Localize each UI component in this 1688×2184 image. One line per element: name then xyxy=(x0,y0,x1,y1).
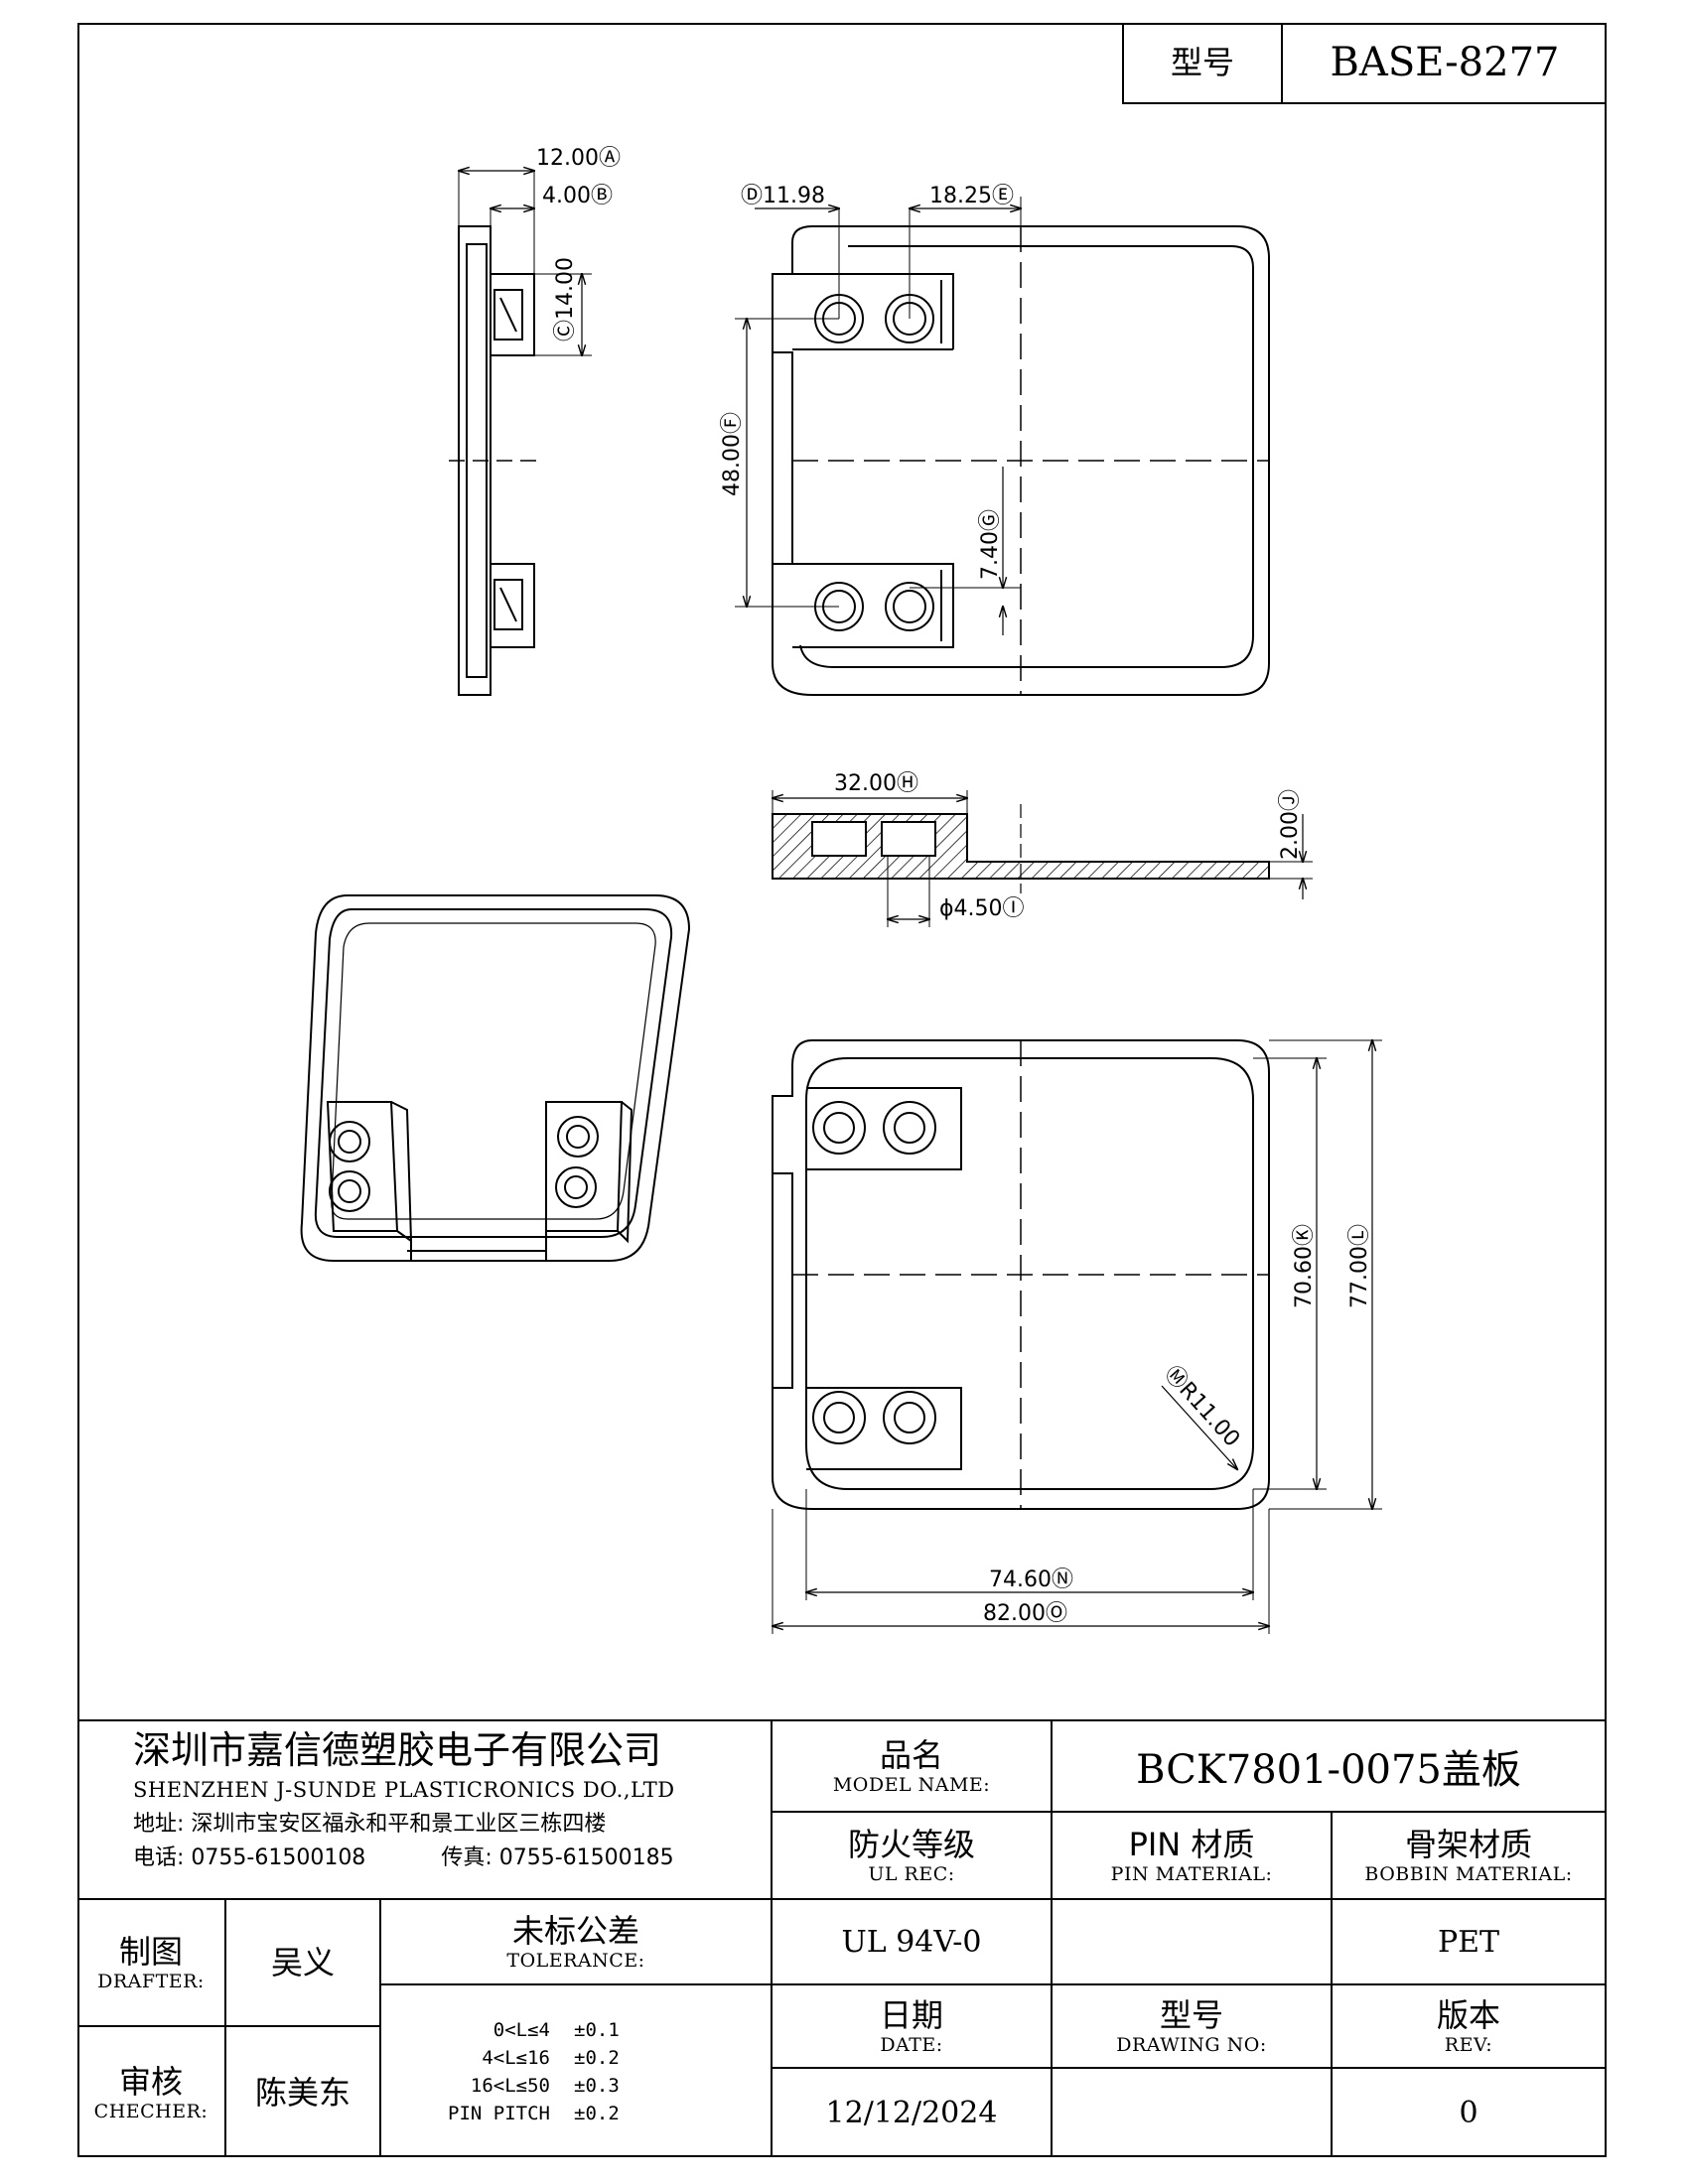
ul-value: UL 94V-0 xyxy=(841,1924,982,1960)
tolerance-range: 4<L≤16 xyxy=(482,2046,550,2069)
company-name-cn: 深圳市嘉信德塑胶电子有限公司 xyxy=(133,1728,662,1772)
company-fax: 传真: 0755-61500185 xyxy=(441,1845,674,1870)
dim-d: Ⓓ11.98 xyxy=(741,184,825,208)
tolerance-value: ±0.1 xyxy=(574,2018,620,2041)
model-name-label-cn: 品名 xyxy=(879,1736,943,1774)
dim-a: 12.00Ⓐ xyxy=(536,146,621,171)
ul-label-en: UL REC: xyxy=(868,1863,955,1885)
dim-l: 77.00Ⓛ xyxy=(1347,1224,1372,1308)
date-value: 12/12/2024 xyxy=(825,2096,998,2130)
rev-label-cn: 版本 xyxy=(1436,1996,1500,2034)
drawing-no-label-cn: 型号 xyxy=(1159,1996,1223,2034)
model-box: 型号 BASE-8277 xyxy=(1122,23,1607,104)
tolerance-table: 0<L≤4 ±0.1 4<L≤16 ±0.2 16<L≤50 ±0.3 PIN PIT… xyxy=(381,1985,771,2157)
section-view xyxy=(773,790,1313,927)
model-label: 型号 xyxy=(1170,44,1234,81)
top-view xyxy=(735,197,1270,696)
model-value: BASE-8277 xyxy=(1330,40,1560,85)
bobbin-material-label-cn: 骨架材质 xyxy=(1404,1826,1532,1863)
drafter-name: 吴义 xyxy=(270,1944,335,1981)
dim-i: ϕ4.50Ⓘ xyxy=(939,896,1025,921)
dim-e: 18.25Ⓔ xyxy=(929,184,1014,208)
dim-k: 70.60Ⓚ xyxy=(1292,1224,1317,1308)
technical-drawing: 12.00Ⓐ 4.00Ⓑ Ⓒ14.00 Ⓓ11.98 18.25Ⓔ 48.00Ⓕ… xyxy=(300,146,1382,1634)
dim-m: ⓂR11.00 xyxy=(1160,1361,1245,1451)
tolerance-range: PIN PITCH xyxy=(448,2102,550,2124)
pin-material-label-cn: PIN 材质 xyxy=(1128,1826,1255,1863)
tolerance-value: ±0.3 xyxy=(574,2074,620,2097)
checker-label-en: CHECHER: xyxy=(93,2100,209,2122)
bottom-view xyxy=(773,1040,1382,1634)
tolerance-label-en: TOLERANCE: xyxy=(506,1950,645,1972)
drawing-no-label-en: DRAWING NO: xyxy=(1116,2034,1267,2056)
checker-label-cn: 审核 xyxy=(118,2062,183,2101)
rev-label-en: REV: xyxy=(1444,2034,1493,2056)
tolerance-value: ±0.2 xyxy=(574,2102,620,2124)
company-name-en: SHENZHEN J-SUNDE PLASTICRONICS DO.,LTD xyxy=(133,1778,675,1802)
company-phone: 电话: 0755-61500108 xyxy=(133,1845,366,1870)
checker-name: 陈美东 xyxy=(254,2073,351,2112)
drafter-label-en: DRAFTER: xyxy=(97,1971,205,1992)
model-name-label-en: MODEL NAME: xyxy=(832,1774,991,1796)
date-label-cn: 日期 xyxy=(879,1996,943,2034)
drawing-frame xyxy=(77,23,1607,2157)
pin-material-label-en: PIN MATERIAL: xyxy=(1110,1863,1273,1885)
bobbin-material-value: PET xyxy=(1437,1924,1500,1960)
dim-j: 2.00Ⓙ xyxy=(1278,789,1303,860)
dim-o: 82.00Ⓞ xyxy=(983,1601,1067,1626)
title-block: 深圳市嘉信德塑胶电子有限公司 SHENZHEN J-SUNDE PLASTICR… xyxy=(77,1719,1607,2157)
isometric-view xyxy=(300,894,691,1262)
drafter-label-cn: 制图 xyxy=(118,1933,183,1971)
company-address: 地址: 深圳市宝安区福永和平和景工业区三栋四楼 xyxy=(133,1812,607,1837)
model-name-value: BCK7801-0075盖板 xyxy=(1136,1747,1521,1793)
tolerance-range: 0<L≤4 xyxy=(492,2018,550,2041)
tolerance-label-cn: 未标公差 xyxy=(511,1912,639,1950)
dim-b: 4.00Ⓑ xyxy=(542,184,613,208)
dim-h: 32.00Ⓗ xyxy=(834,771,918,796)
tolerance-value: ±0.2 xyxy=(574,2046,620,2069)
ul-label-cn: 防火等级 xyxy=(847,1826,975,1863)
dim-g: 7.40Ⓖ xyxy=(978,509,1003,580)
dim-c: Ⓒ14.00 xyxy=(553,257,578,341)
rev-value: 0 xyxy=(1459,2096,1478,2130)
side-view xyxy=(449,171,592,696)
dim-f: 48.00Ⓕ xyxy=(720,412,745,496)
date-label-en: DATE: xyxy=(880,2034,943,2056)
bobbin-material-label-en: BOBBIN MATERIAL: xyxy=(1364,1863,1573,1885)
dim-n: 74.60Ⓝ xyxy=(989,1568,1073,1592)
tolerance-range: 16<L≤50 xyxy=(470,2074,550,2097)
